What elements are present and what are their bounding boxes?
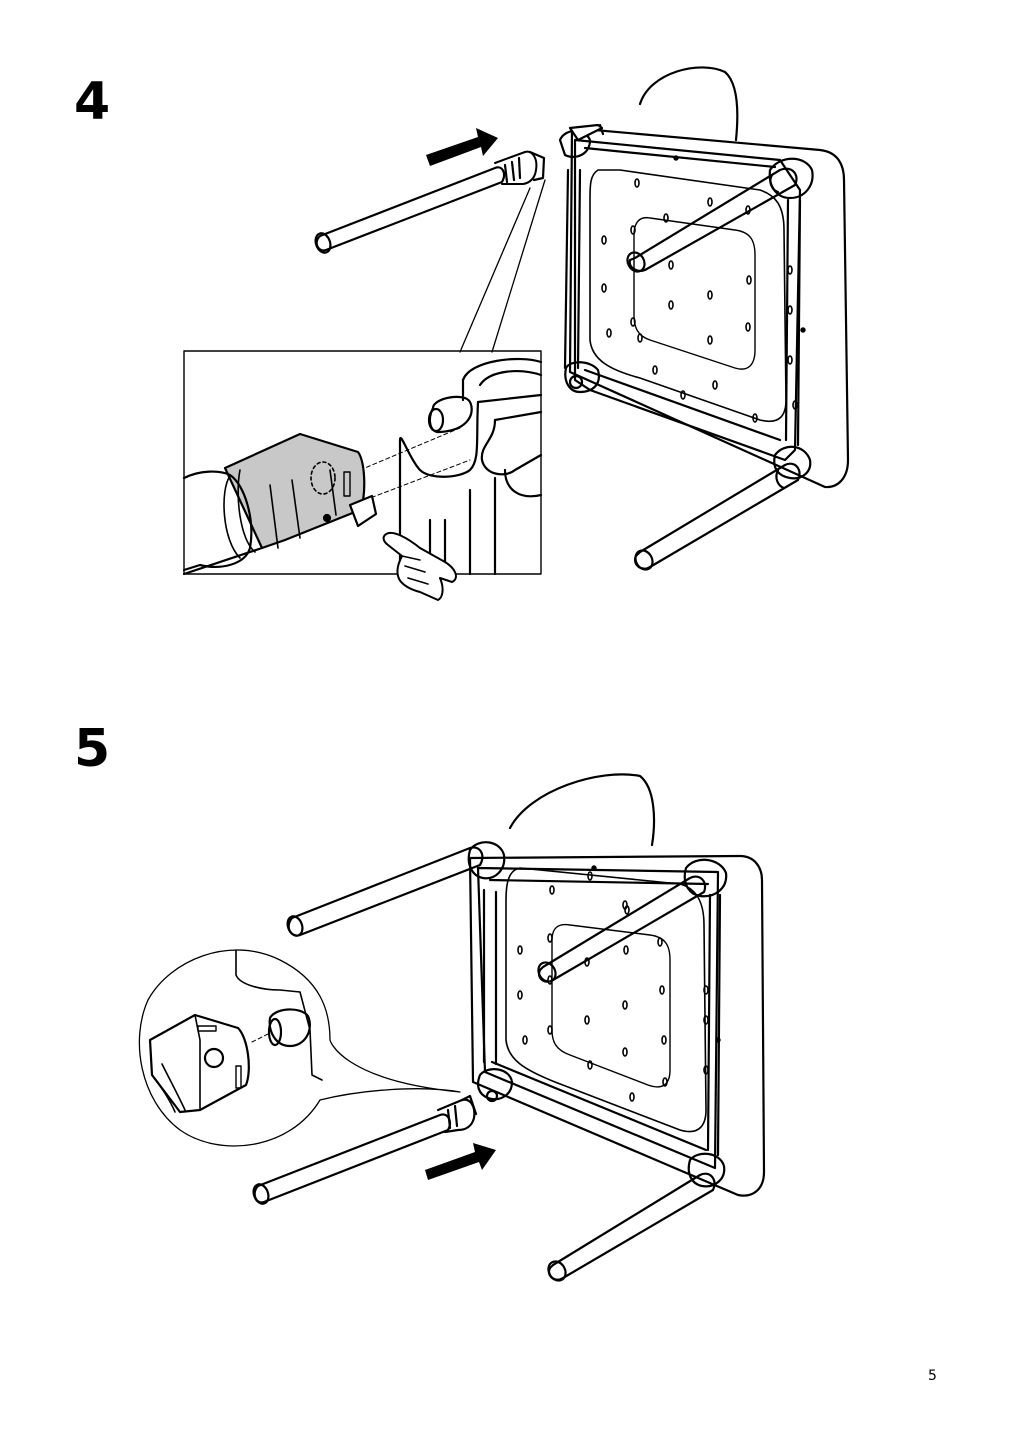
zoom-detail-box <box>183 350 542 575</box>
corner-bracket <box>564 361 600 394</box>
insert-arrow <box>426 128 498 166</box>
step-5-diagram <box>138 773 766 1282</box>
corner-bracket <box>477 1068 514 1101</box>
seat-cushion <box>589 169 787 422</box>
step-5-number: 5 <box>74 719 111 779</box>
leg-connector <box>436 1098 476 1134</box>
zoom-detail-circle <box>138 949 461 1147</box>
loose-chair-leg <box>253 1113 452 1204</box>
page-number: 5 <box>928 1368 937 1384</box>
zoom-detail-content <box>148 949 323 1114</box>
chair-leg <box>537 875 707 983</box>
corner-bracket <box>558 129 592 158</box>
connector-head <box>148 1013 250 1114</box>
chair-seat-frame <box>568 126 850 489</box>
step-4-number: 4 <box>74 72 111 132</box>
loose-chair-leg <box>315 166 506 252</box>
corner-bracket <box>687 1152 726 1188</box>
seat-cushion <box>505 867 707 1133</box>
chair-leg <box>628 167 798 272</box>
chair-leg <box>547 1172 716 1281</box>
chair-seat-frame <box>468 854 766 1197</box>
chair-backrest <box>638 66 739 142</box>
release-clip <box>348 494 378 528</box>
chair-leg <box>634 462 801 570</box>
pressing-hand-icon <box>382 531 457 601</box>
chair-leg <box>287 846 484 937</box>
zoom-detail-content <box>182 357 543 576</box>
step-4-diagram <box>182 66 850 601</box>
insert-arrow <box>425 1143 496 1180</box>
chair-backrest <box>508 773 656 847</box>
corner-bracket <box>683 858 728 898</box>
